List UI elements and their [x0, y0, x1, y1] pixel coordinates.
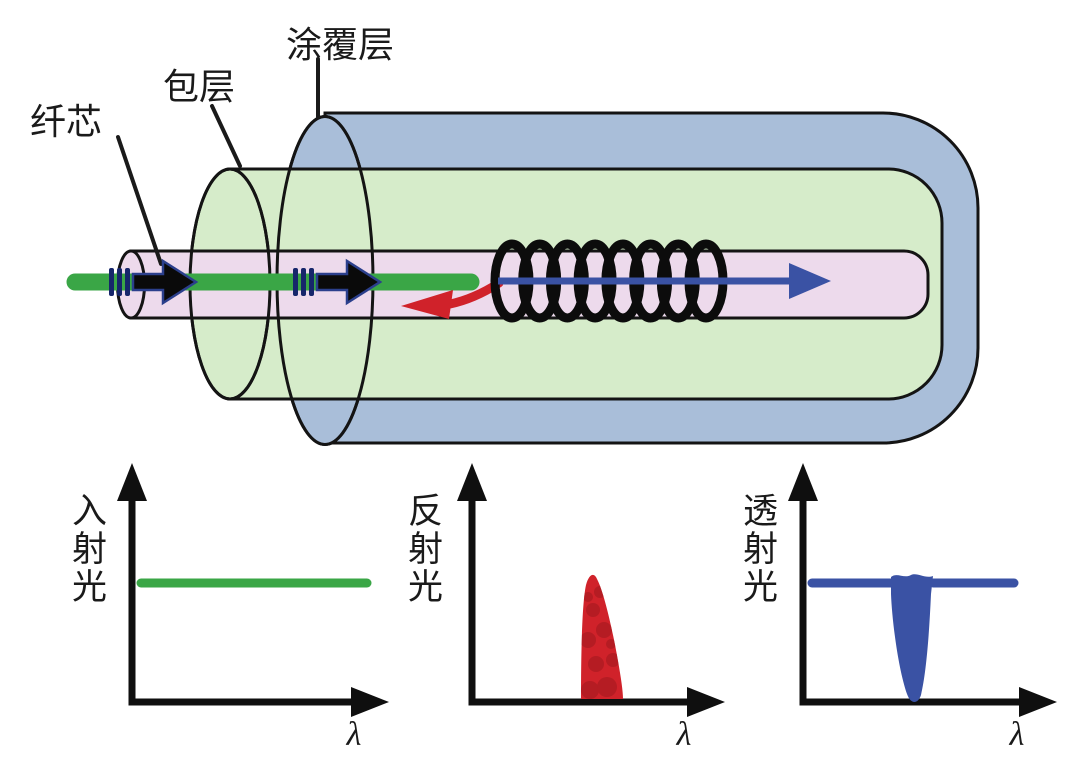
- light-pulse-bars-2: [293, 268, 314, 296]
- cladding-leader-line: [210, 104, 242, 168]
- incident-spectrum-plot: [117, 463, 389, 717]
- transmitted-arrow-head: [789, 263, 831, 299]
- transmitted-plot-label: 透射光: [738, 492, 777, 606]
- coating-label: 涂覆层: [286, 25, 395, 65]
- transmitted-notch: [891, 574, 933, 702]
- reflected-plot-label: 反射光: [403, 492, 442, 606]
- incident-light: [66, 258, 480, 306]
- reflected-xaxis-label: λ: [676, 716, 692, 753]
- transmitted-light-arrow: [498, 263, 831, 299]
- x-axis-arrow: [1019, 687, 1057, 717]
- forward-arrow-1: [131, 258, 199, 306]
- incident-xaxis-label: λ: [346, 716, 362, 753]
- core-leader-line: [116, 135, 163, 266]
- light-pulse-bars-1: [109, 268, 130, 296]
- transmitted-spectrum-plot: [788, 463, 1057, 717]
- incident-plot-label: 入射光: [67, 492, 106, 606]
- reflected-arrow-head: [401, 290, 453, 319]
- core-label: 纤芯: [30, 102, 103, 142]
- x-axis-arrow: [687, 687, 725, 717]
- reflected-peak-texture: [581, 586, 620, 699]
- label-leader-lines: [116, 57, 320, 266]
- x-axis-arrow: [351, 687, 389, 717]
- cladding-label: 包层: [163, 67, 236, 107]
- y-axis-arrow: [117, 463, 147, 501]
- y-axis-arrow: [788, 463, 818, 501]
- y-axis-arrow: [457, 463, 487, 501]
- reflected-spectrum-plot: [457, 463, 725, 717]
- forward-arrow-2: [315, 258, 383, 306]
- transmitted-xaxis-label: λ: [1009, 716, 1025, 753]
